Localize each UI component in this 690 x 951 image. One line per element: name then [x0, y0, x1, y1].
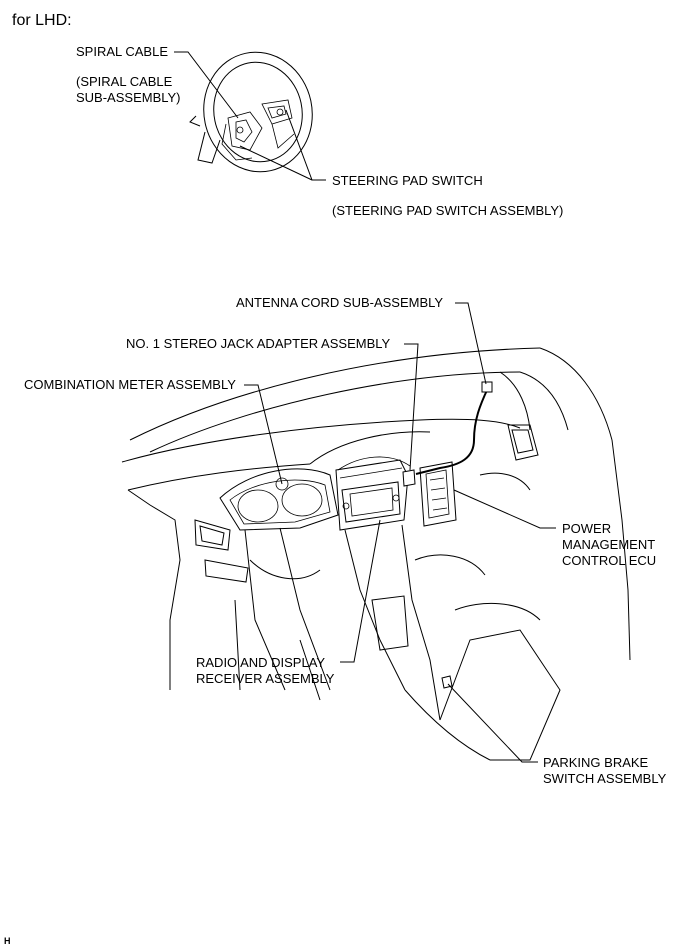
combination-meter-leader [244, 384, 283, 485]
label-power-mgmt-3: CONTROL ECU [562, 553, 657, 568]
steering-wheel-illustration [189, 51, 313, 173]
label-spiral-cable-sub-2: SUB-ASSEMBLY) [76, 90, 181, 105]
label-parking-brake-2: SWITCH ASSEMBLY [543, 771, 667, 786]
power-mgmt-leader [453, 489, 556, 529]
steering-pad-leader-1 [285, 109, 326, 181]
radio-leader [340, 519, 381, 663]
label-power-mgmt-1: POWER [562, 521, 612, 536]
label-radio-2: RECEIVER ASSEMBLY [196, 671, 335, 686]
label-stereo-jack: NO. 1 STEREO JACK ADAPTER ASSEMBLY [126, 336, 391, 351]
label-combination-meter: COMBINATION METER ASSEMBLY [24, 377, 236, 392]
label-power-mgmt-2: MANAGEMENT [562, 537, 656, 552]
page-heading: for LHD: [12, 12, 72, 29]
label-spiral-cable-sub-1: (SPIRAL CABLE [76, 74, 173, 89]
footer-code: H [4, 936, 11, 946]
label-radio-1: RADIO AND DISPLAY [196, 655, 326, 670]
label-antenna-cord: ANTENNA CORD SUB-ASSEMBLY [236, 295, 444, 310]
label-spiral-cable: SPIRAL CABLE [76, 44, 169, 59]
label-steering-pad-switch: STEERING PAD SWITCH [332, 173, 483, 188]
steering-pad-leader-2 [239, 145, 313, 181]
label-steering-pad-switch-assembly: (STEERING PAD SWITCH ASSEMBLY) [332, 203, 564, 218]
parking-brake-leader [447, 683, 538, 763]
dashboard-illustration [121, 347, 631, 761]
antenna-cord-leader [455, 302, 487, 385]
stereo-jack-leader [404, 343, 419, 471]
label-parking-brake-1: PARKING BRAKE [543, 755, 649, 770]
spiral-cable-leader [174, 51, 239, 119]
